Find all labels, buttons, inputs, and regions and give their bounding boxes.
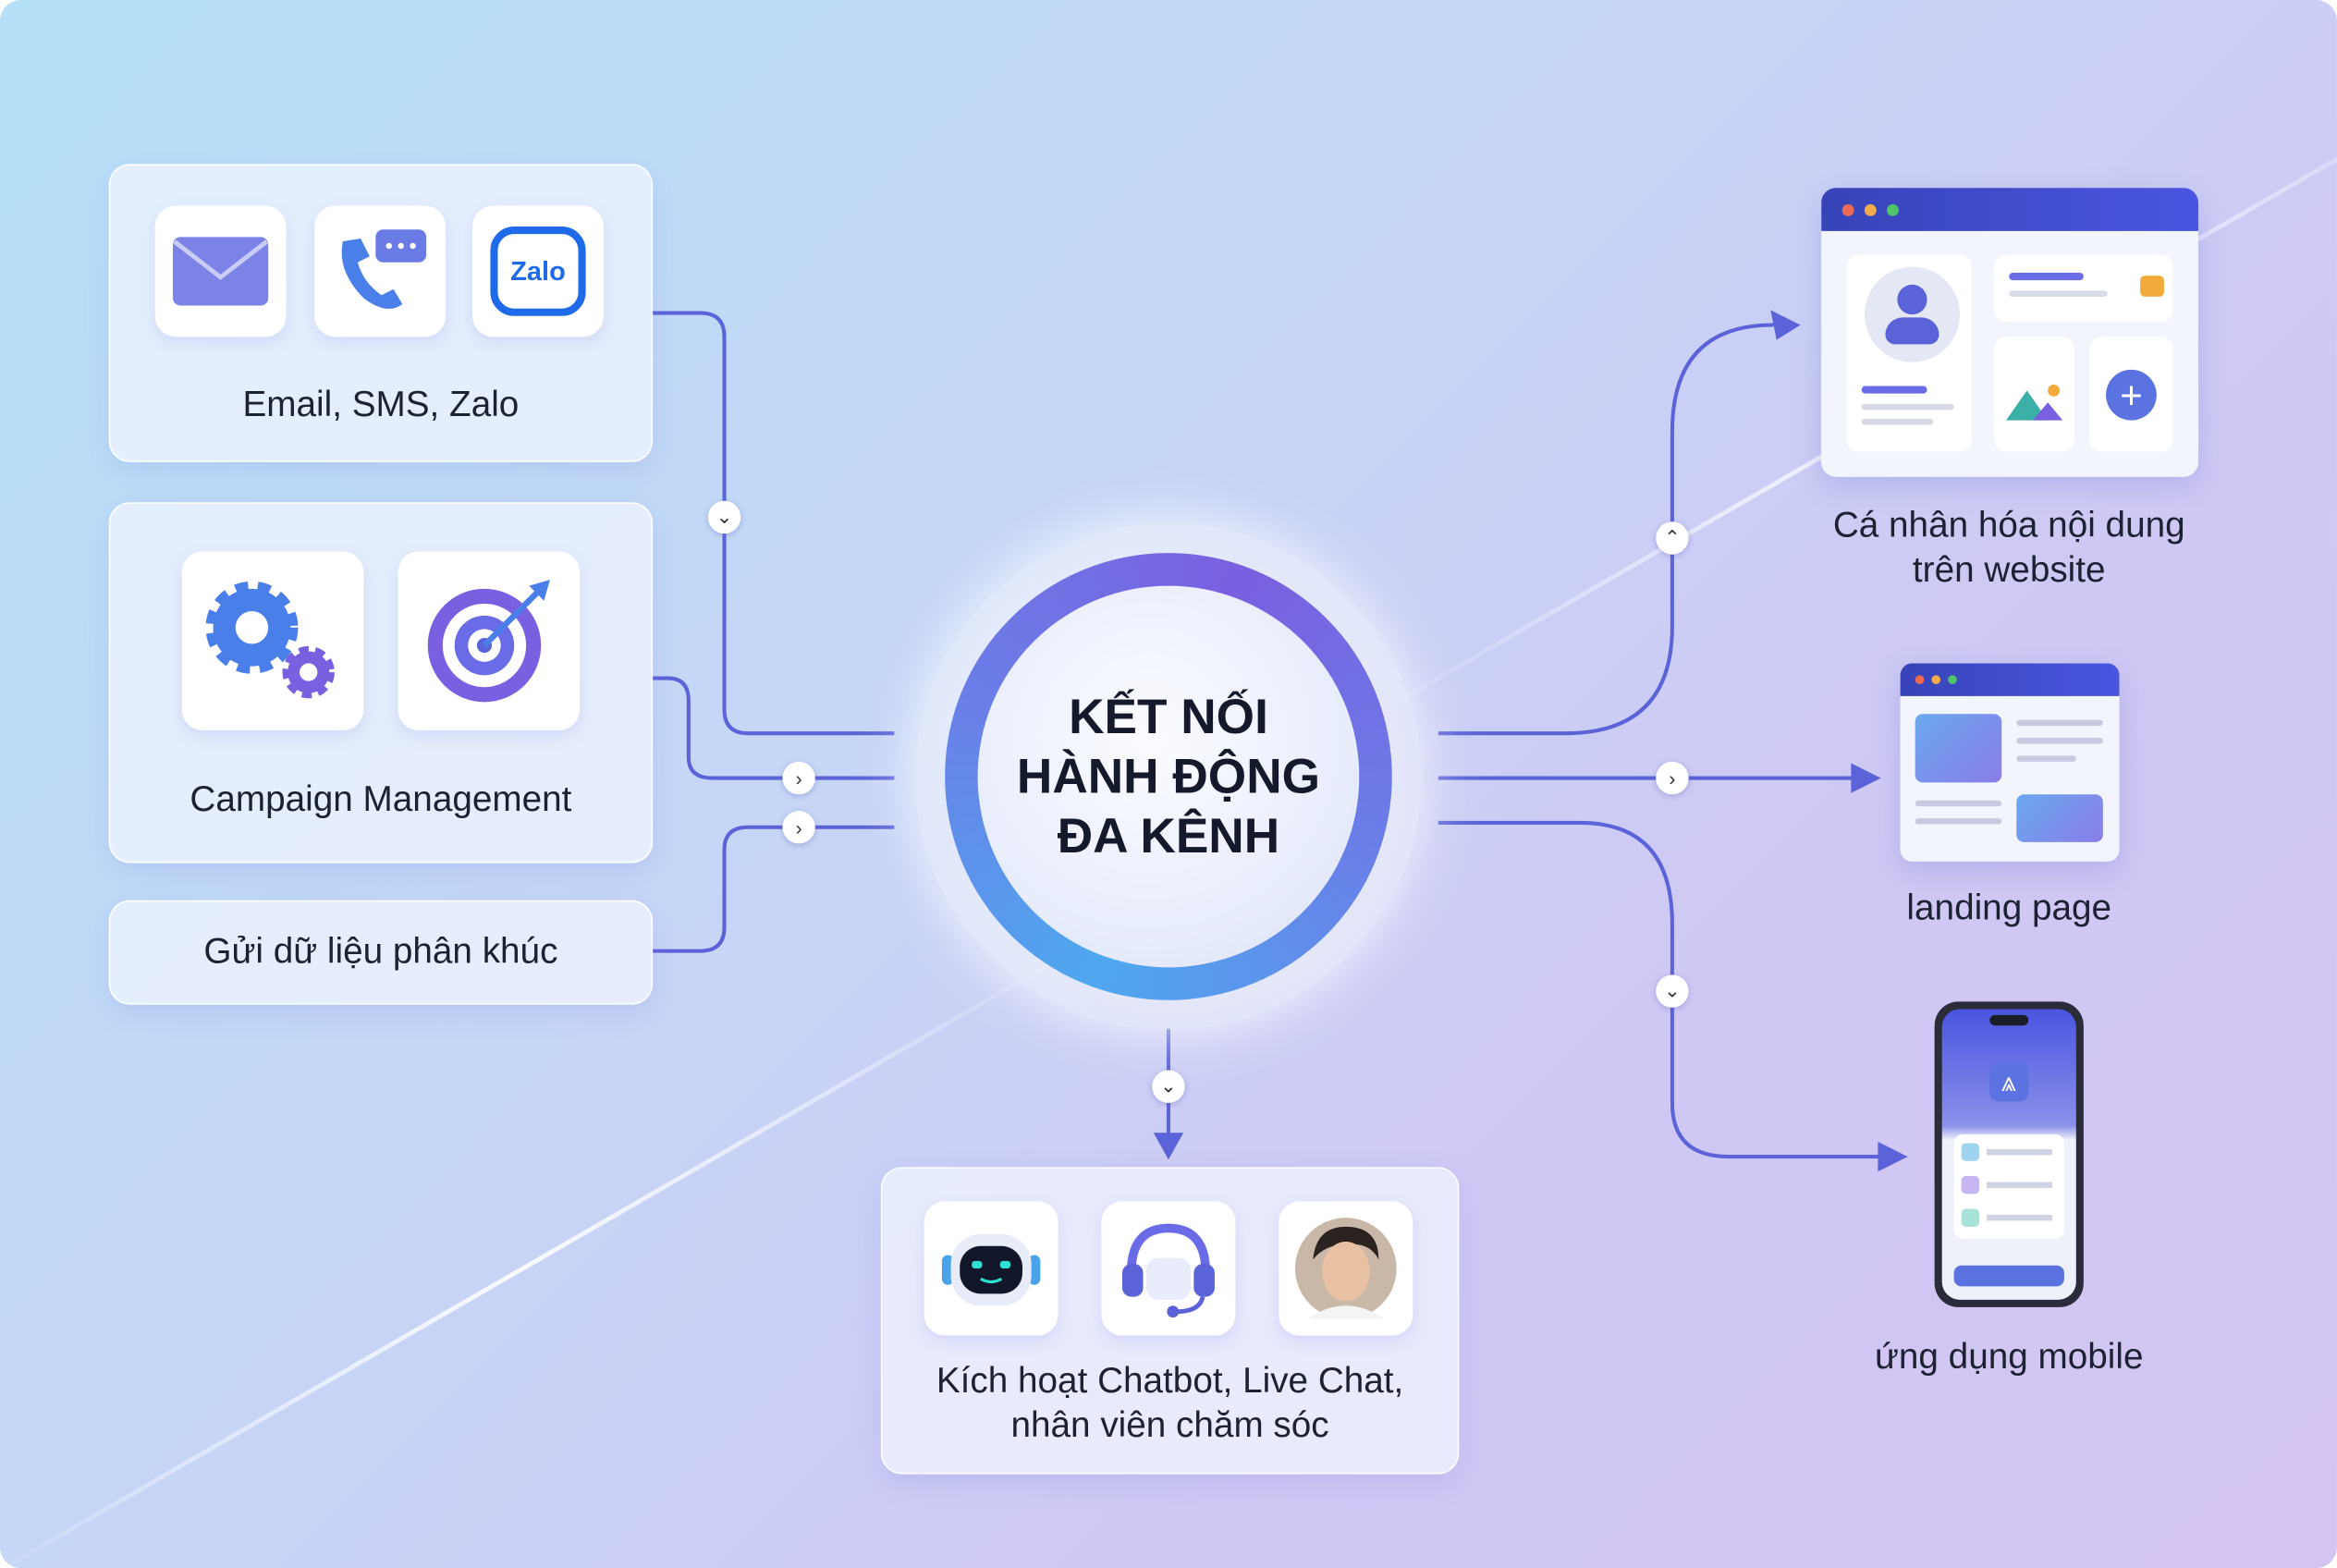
- connector-mobile: [1438, 820, 1886, 1159]
- chevron-down-icon: ⌄: [707, 500, 741, 534]
- plus-icon: +: [2106, 369, 2157, 421]
- connector-website: [1438, 323, 1774, 736]
- arrowhead: [1851, 763, 1881, 793]
- phone-sms-icon: [314, 205, 447, 337]
- connector-campaign: [651, 676, 895, 780]
- chevron-right-icon: ›: [1656, 761, 1689, 795]
- input-label: Gửi dữ liệu phân khúc: [203, 931, 558, 973]
- chevron-right-icon: ›: [782, 811, 815, 844]
- hub-title-line3: ĐA KÊNH: [1057, 807, 1280, 864]
- mobile-app-icon: ⩓: [1934, 1001, 2084, 1307]
- arrowhead: [1153, 1133, 1184, 1160]
- input-card-email-sms-zalo: Zalo Email, SMS, Zalo: [108, 164, 654, 462]
- headset-icon: [1101, 1201, 1236, 1336]
- input-label: Campaign Management: [190, 779, 572, 820]
- connector-email: [651, 311, 895, 736]
- arrowhead: [1770, 310, 1801, 340]
- content-panel: [1994, 254, 2173, 323]
- agent-avatar-icon: [1279, 1201, 1413, 1336]
- target-icon: [398, 551, 581, 730]
- input-card-segment: Gửi dữ liệu phân khúc: [108, 900, 654, 1005]
- window-dot-red: [1841, 203, 1854, 216]
- profile-panel: [1846, 254, 1972, 452]
- window-dot-green: [1887, 203, 1899, 216]
- browser-icon: +: [1821, 188, 2198, 477]
- chevron-right-icon: ›: [782, 761, 815, 795]
- output-label-website-line1: Cá nhân hóa nội dung: [1832, 505, 2185, 546]
- connector-segment: [651, 825, 895, 953]
- bottom-card-support: Kích hoạt Chatbot, Live Chat, nhân viên …: [880, 1167, 1460, 1475]
- user-icon: [1897, 284, 1927, 315]
- output-label-website-line2: trên website: [1912, 549, 2106, 591]
- input-label: Email, SMS, Zalo: [242, 384, 520, 425]
- app-store-icon: ⩓: [1989, 1062, 2029, 1102]
- chevron-up-icon: ⌃: [1656, 521, 1689, 555]
- chatbot-icon: [924, 1201, 1058, 1336]
- landing-titlebar: [1900, 663, 2120, 696]
- chevron-down-icon: ⌄: [1656, 974, 1689, 1008]
- landing-page-icon: [1900, 663, 2120, 862]
- zalo-logo-text: Zalo: [490, 227, 586, 316]
- gears-icon: [181, 551, 364, 730]
- add-panel: +: [2089, 337, 2173, 452]
- lock-icon: [2140, 276, 2164, 297]
- bottom-label-line1: Kích hoạt Chatbot, Live Chat,: [936, 1360, 1404, 1402]
- output-label-landing: landing page: [1906, 888, 2112, 929]
- phone-screen: ⩓: [1941, 1009, 2076, 1300]
- output-label-mobile: ứng dụng mobile: [1874, 1337, 2144, 1378]
- hub-title-line2: HÀNH ĐỘNG: [1016, 748, 1321, 803]
- zalo-icon: Zalo: [472, 205, 604, 337]
- input-card-campaign: Campaign Management: [108, 502, 654, 864]
- email-icon: [154, 205, 287, 337]
- hub-title-line1: KẾT NỐI: [1069, 688, 1268, 744]
- window-dot-yellow: [1864, 203, 1877, 216]
- bottom-label-line2: nhân viên chăm sóc: [1010, 1405, 1329, 1446]
- chevron-down-icon: ⌄: [1152, 1070, 1185, 1104]
- browser-titlebar: [1821, 188, 2198, 231]
- arrowhead: [1878, 1141, 1908, 1172]
- image-icon: [1994, 337, 2075, 452]
